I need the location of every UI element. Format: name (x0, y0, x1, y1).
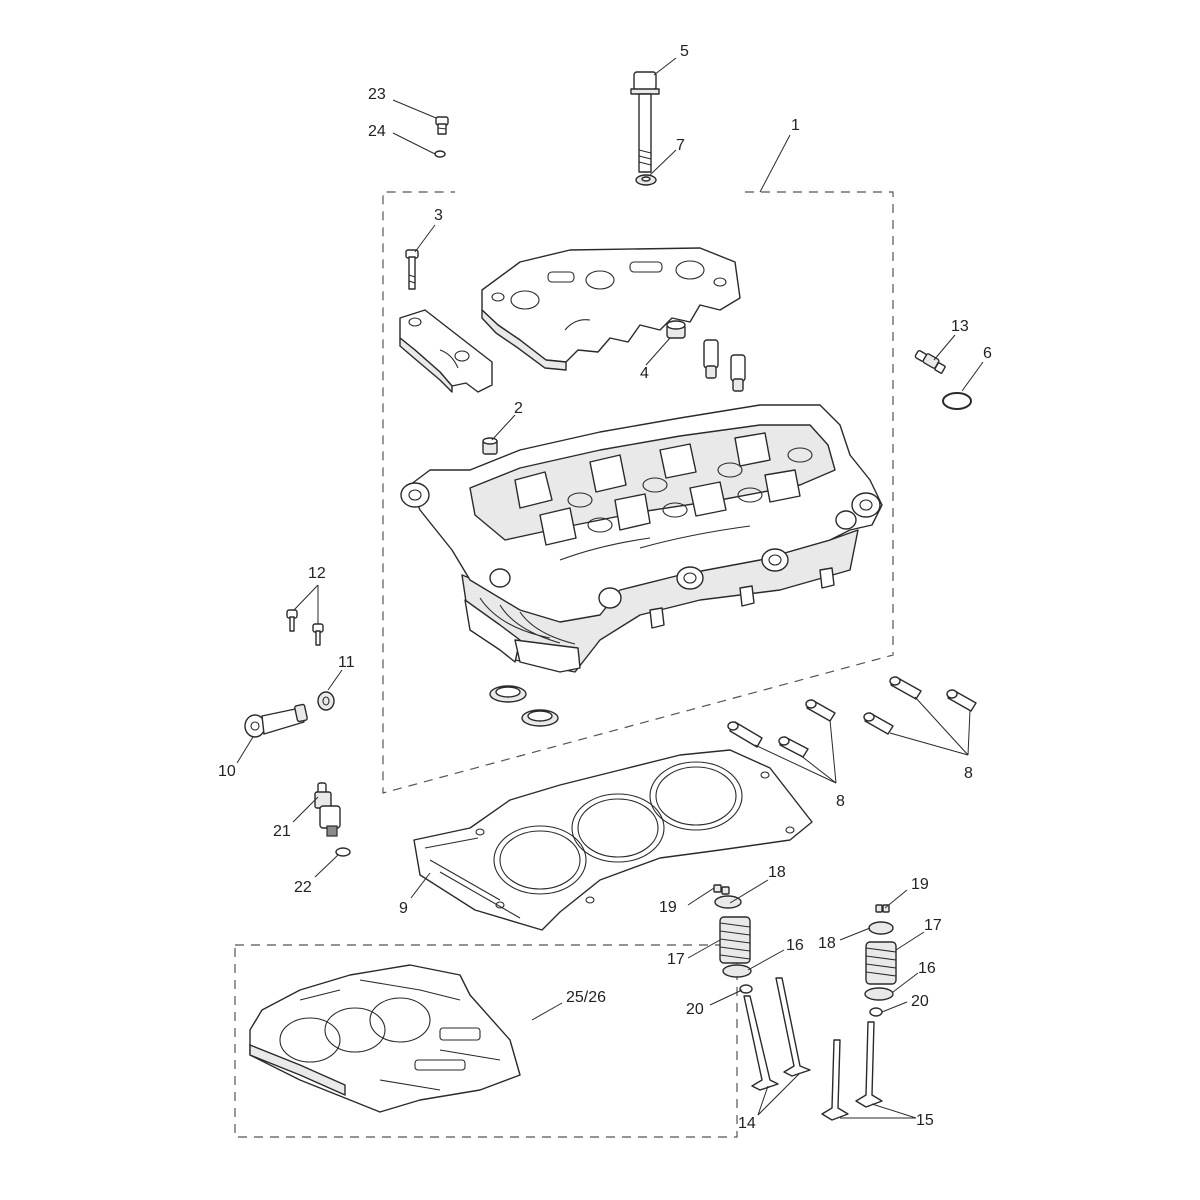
valve-stem-seal-right (869, 1007, 883, 1017)
small-screws (286, 609, 324, 646)
camshaft-ladder-dowel (666, 320, 686, 339)
oil-pressure-switch (314, 782, 341, 837)
callout-18-right: 18 (818, 935, 836, 952)
callout-1: 1 (791, 117, 800, 134)
callout-9: 9 (399, 900, 408, 917)
spring-retainer-right (868, 921, 894, 935)
callout-3: 3 (434, 207, 443, 224)
valve-stem-seal-left (739, 984, 753, 994)
camshaft-cap-small (399, 309, 493, 393)
cam-cap-bolt (405, 249, 419, 290)
callout-7: 7 (676, 137, 685, 154)
callout-5: 5 (680, 43, 689, 60)
inlet-valves (743, 977, 811, 1091)
valve-spring-left (719, 916, 751, 964)
banjo-bolt (244, 703, 308, 738)
spring-retainer-left (714, 895, 742, 909)
callout-12: 12 (308, 565, 326, 582)
callout-16-right: 16 (918, 960, 936, 977)
camshaft-ladder (481, 247, 741, 371)
head-bolt-long (630, 71, 660, 173)
sensor-o-ring (942, 392, 972, 410)
callout-25-26: 25/26 (566, 989, 606, 1006)
callout-15: 15 (916, 1112, 934, 1129)
plug-sealing-washer (434, 150, 446, 158)
callout-23: 23 (368, 86, 386, 103)
callout-labels: 5 1 7 23 24 3 4 2 13 6 12 11 10 21 22 9 … (218, 43, 992, 1132)
callout-20-right: 20 (911, 993, 929, 1010)
callout-19-left: 19 (659, 899, 677, 916)
callout-18-left: 18 (768, 864, 786, 881)
callout-16-left: 16 (786, 937, 804, 954)
cylinder-head (400, 404, 883, 673)
switch-o-ring (335, 847, 351, 857)
spring-seat-left (722, 964, 752, 978)
callout-20-left: 20 (686, 1001, 704, 1018)
oil-jet-pair (703, 339, 746, 392)
callout-10: 10 (218, 763, 236, 780)
callout-8-left: 8 (836, 793, 845, 810)
cylinder-head-dowel (482, 437, 498, 455)
gasket-set (249, 964, 521, 1113)
leader-lines (236, 57, 984, 1119)
callout-11: 11 (338, 654, 355, 671)
cylinder-head-assembly-boundary (382, 191, 894, 794)
callout-17-right: 17 (924, 917, 942, 934)
cylinder-head-studs (727, 676, 977, 758)
callout-6: 6 (983, 345, 992, 362)
head-bolt-washer (635, 174, 657, 186)
callout-4: 4 (640, 365, 649, 382)
cylinder-head-gasket (413, 749, 813, 931)
callout-14: 14 (738, 1115, 756, 1132)
valve-spring-right (865, 941, 897, 985)
temperature-sensor (914, 350, 946, 374)
gasket-kit-boundary (234, 944, 738, 1138)
exhaust-valves (821, 1021, 883, 1121)
valve-collets-right (875, 904, 890, 913)
callout-2: 2 (514, 400, 523, 417)
spring-seat-right (864, 987, 894, 1001)
plug-bolt (435, 116, 449, 135)
callout-22: 22 (294, 879, 312, 896)
valve-collets-left (713, 884, 730, 895)
callout-17-left: 17 (667, 951, 685, 968)
banjo-washer (317, 691, 335, 711)
callout-21: 21 (273, 823, 291, 840)
callout-19-right: 19 (911, 876, 929, 893)
callout-8-right: 8 (964, 765, 973, 782)
callout-13: 13 (951, 318, 969, 335)
callout-24: 24 (368, 123, 386, 140)
valve-seat-rings (489, 685, 559, 727)
